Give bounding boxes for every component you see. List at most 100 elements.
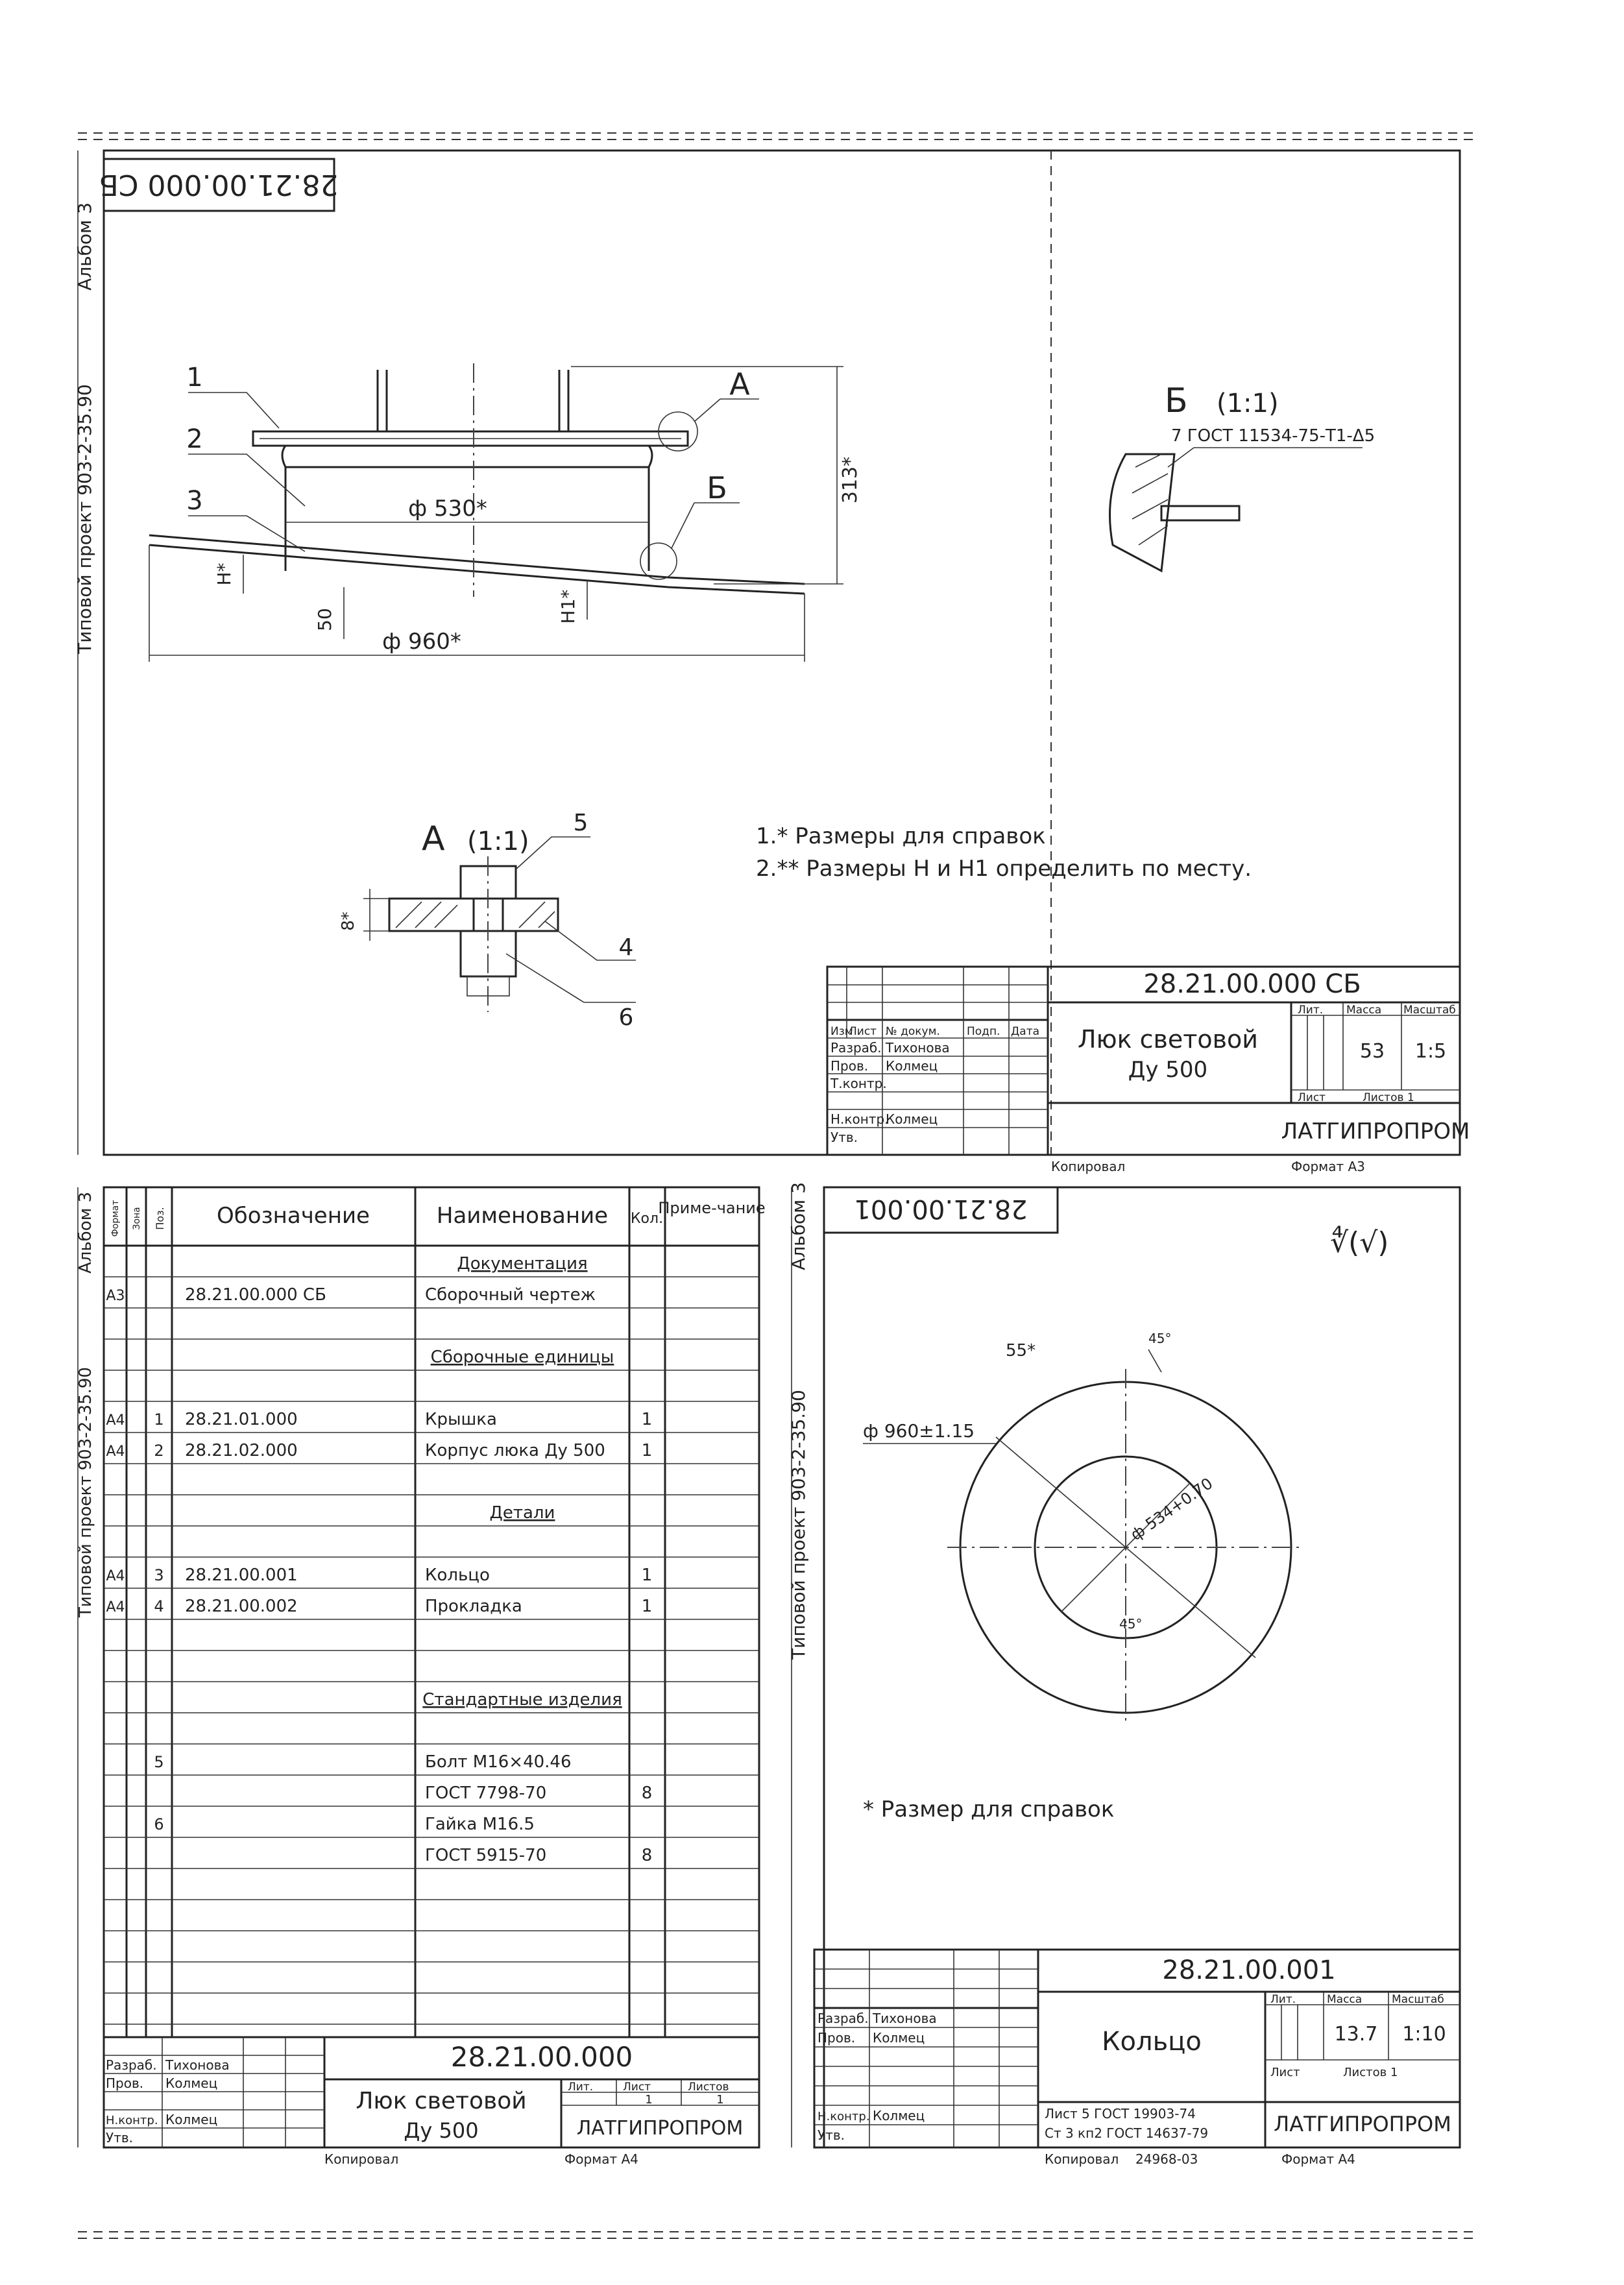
spec-cell-pos: 1 <box>154 1410 164 1429</box>
spec-cell-format: А4 <box>106 1599 125 1615</box>
tb-s-sheet-label: Лист <box>623 2081 651 2094</box>
tb-a-sheets: Листов 1 <box>1363 1091 1414 1104</box>
tb-r-nkontr-name: Колмец <box>873 2108 925 2123</box>
tb-r-mass: 13.7 <box>1335 2023 1378 2046</box>
spec-cell-qty: 8 <box>642 1846 653 1865</box>
spec-cell-name: Гайка М16.5 <box>425 1815 535 1834</box>
tb-a-org: ЛАТГИПРОПРОМ <box>1281 1118 1470 1144</box>
title-block-spec: Разраб. Тихонова Пров. Колмец Н.контр. К… <box>103 2036 760 2167</box>
tb-a-hdr-doc: № докум. <box>886 1025 940 1038</box>
ring-dim-inner: ф 534+0.70 <box>1127 1474 1216 1544</box>
tb-r-material-1: Лист 5 ГОСТ 19903-74 <box>1045 2106 1196 2122</box>
spec-cell-pos: 4 <box>154 1597 164 1615</box>
dim-h1: H1* <box>557 590 579 624</box>
tb-s-prov-name: Колмец <box>165 2075 217 2091</box>
tb-a-hdr-date: Дата <box>1011 1025 1039 1038</box>
tb-r-material-2: Ст 3 кп2 ГОСТ 14637-79 <box>1045 2125 1208 2141</box>
spec-cell-name: ГОСТ 7798-70 <box>425 1783 546 1803</box>
tb-r-org: ЛАТГИПРОПРОМ <box>1274 2112 1451 2136</box>
weld-symbol: 7 ГОСТ 11534-75-Т1-Δ5 <box>1171 426 1375 446</box>
tb-a-name-1: Люк световой <box>1078 1025 1258 1054</box>
ring-side-album: Альбом 3 <box>788 1182 809 1270</box>
tb-s-format: Формат А4 <box>564 2151 638 2167</box>
spec-cell-pos: 3 <box>154 1566 164 1584</box>
title-block-ring: Разраб. Тихонова Пров. Колмец Н.контр. К… <box>813 1948 1461 2167</box>
tb-a-mass: 53 <box>1360 1040 1385 1063</box>
spec-cell-name: Сборочный чертеж <box>425 1285 596 1305</box>
tb-r-prov: Пров. <box>818 2030 855 2046</box>
view-b-ref: Б <box>707 470 727 505</box>
spec-side-album: Альбом 3 <box>76 1192 95 1274</box>
spec-cell-name: Прокладка <box>425 1597 522 1616</box>
tb-r-prov-name: Колмец <box>873 2030 925 2046</box>
view-a-ref: А <box>729 367 750 402</box>
tb-s-razrab: Разраб. <box>106 2057 157 2073</box>
tb-a-lit: Лит. <box>1298 1004 1323 1017</box>
spec-cell-qty: 1 <box>642 1597 653 1616</box>
spec-cell-pos: 6 <box>154 1815 164 1833</box>
spec-cell-name: Корпус люка Ду 500 <box>425 1441 605 1460</box>
callout-3: 3 <box>186 486 202 516</box>
spec-col-format: Формат <box>110 1200 121 1237</box>
tb-r-scale-label: Масштаб <box>1392 1993 1444 2006</box>
spec-cell-designation: 28.21.00.000 СБ <box>185 1285 326 1305</box>
specification-sheet: Альбом 3 Типовой проект 903-2-35.90 Форм… <box>76 1186 766 2149</box>
tb-r-format: Формат А4 <box>1281 2151 1355 2167</box>
spec-cell-format: А4 <box>106 1412 125 1429</box>
ring-side-project: Типовой проект 903-2-35.90 <box>788 1390 809 1660</box>
dim-h: H* <box>213 562 235 585</box>
callout-5: 5 <box>574 810 588 836</box>
spec-cell-designation: 28.21.00.002 <box>185 1597 298 1616</box>
note-1: 1.* Размеры для справок <box>756 823 1046 849</box>
tb-s-org: ЛАТГИПРОПРОМ <box>577 2117 744 2140</box>
tb-a-format: Формат А3 <box>1291 1159 1365 1174</box>
tb-a-scale: 1:5 <box>1415 1040 1446 1063</box>
tb-a-name-2: Ду 500 <box>1128 1057 1207 1083</box>
spec-cell-name: Детали <box>490 1503 555 1523</box>
tb-a-copied: Копировал <box>1051 1159 1125 1174</box>
spec-cell-name: Стандартные изделия <box>422 1690 622 1710</box>
tb-r-copy-number: 24968-03 <box>1135 2151 1198 2167</box>
detail-a-dim: 8* <box>339 912 358 931</box>
tb-s-copied: Копировал <box>324 2151 398 2167</box>
spec-cell-qty: 1 <box>642 1566 653 1585</box>
spec-col-designation: Обозначение <box>217 1203 370 1229</box>
spec-col-note: Приме-чание <box>658 1199 765 1217</box>
tb-a-prov: Пров. <box>830 1058 868 1074</box>
tb-a-hdr-izm: Изм <box>830 1025 853 1038</box>
tb-r-name: Кольцо <box>1102 2027 1202 2057</box>
spec-cell-pos: 5 <box>154 1753 164 1771</box>
assembly-code-rotated: 28.21.00.000 СБ <box>99 168 339 201</box>
tb-s-prov: Пров. <box>106 2075 143 2091</box>
detail-a-title: А <box>422 819 445 858</box>
roughness-mark: ∜(√) <box>1330 1226 1388 1259</box>
tb-r-sheets: Листов 1 <box>1343 2066 1398 2079</box>
tb-s-code: 28.21.00.000 <box>451 2041 633 2073</box>
spec-col-name: Наименование <box>437 1203 608 1229</box>
tb-s-utv: Утв. <box>106 2130 133 2146</box>
tb-s-nkontr-name: Колмец <box>165 2112 217 2127</box>
ring-angle-2: 45° <box>1119 1616 1142 1632</box>
spec-cell-pos: 2 <box>154 1442 164 1460</box>
spec-cell-name: Кольцо <box>425 1566 490 1585</box>
tb-r-utv: Утв. <box>818 2127 845 2143</box>
note-2: 2.** Размеры Н и Н1 определить по месту. <box>756 856 1252 882</box>
ring-code-box <box>823 1186 1059 1234</box>
detail-b-scale: (1:1) <box>1217 389 1279 418</box>
spec-cell-designation: 28.21.01.000 <box>185 1410 298 1429</box>
tb-a-tkontr: Т.контр. <box>830 1076 887 1091</box>
tb-s-razrab-name: Тихонова <box>165 2057 230 2073</box>
spec-cell-name: Болт М16×40.46 <box>425 1752 572 1772</box>
tb-r-lit: Лит. <box>1270 1993 1296 2006</box>
assembly-main-view: ф 530* 313* H* H1* 50 ф 960* 1 2 3 А Б <box>149 363 862 662</box>
detail-b: Б (1:1) 7 ГОСТ 11534-75-Т1-Δ5 <box>1109 381 1375 573</box>
tb-a-razrab: Разраб. <box>830 1040 882 1056</box>
spec-cell-qty: 8 <box>642 1783 653 1803</box>
tb-a-mass-label: Масса <box>1346 1004 1381 1017</box>
tb-s-nkontr: Н.контр. <box>106 2114 158 2127</box>
tb-s-sheets: 1 <box>716 2093 723 2107</box>
spec-side-project: Типовой проект 903-2-35.90 <box>76 1367 95 1618</box>
side-label-project: Типовой проект 903-2-35.90 <box>74 384 95 655</box>
spec-cell-name: ГОСТ 5915-70 <box>425 1846 546 1865</box>
tb-r-code: 28.21.00.001 <box>1162 1955 1335 1985</box>
